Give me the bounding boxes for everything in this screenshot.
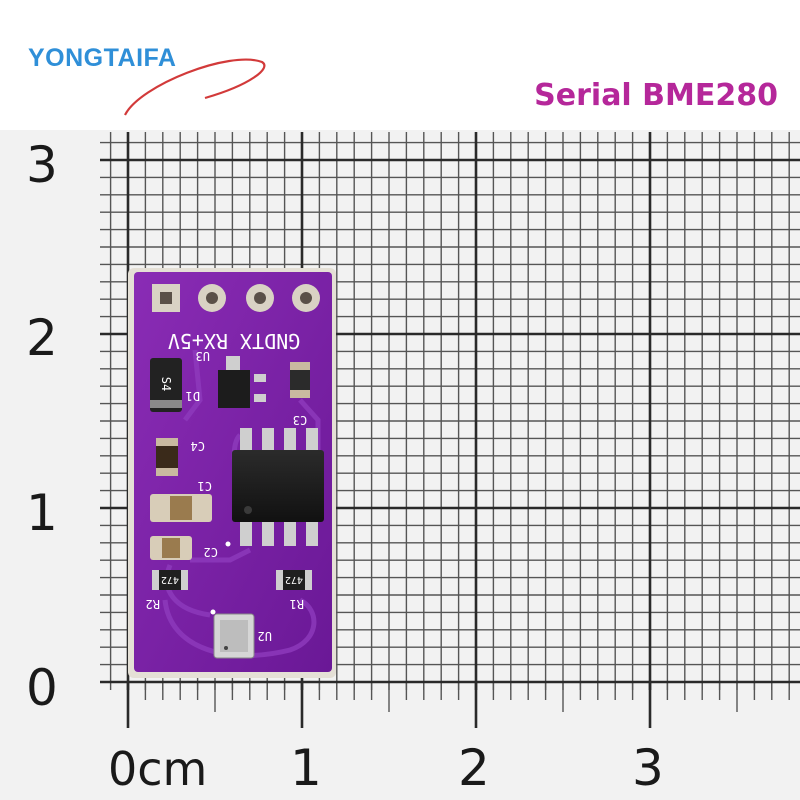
pcb-board: GNDTX RX+5V S4 D1 U3 C3 C4 — [128, 268, 336, 678]
ref-c2: C2 — [204, 545, 218, 559]
brand-logo-text: YONGTAIFA — [28, 44, 177, 72]
product-title: Serial BME280 — [534, 78, 778, 113]
r2-value: 472 — [161, 574, 179, 585]
grid-paper — [0, 130, 800, 800]
ref-r2: R2 — [146, 597, 160, 611]
diode-d1 — [150, 358, 182, 412]
x-label-0cm: 0cm — [108, 742, 207, 796]
x-label-2: 2 — [458, 739, 490, 797]
ref-c4: C4 — [191, 439, 205, 453]
pin-header — [152, 284, 320, 312]
y-label-2: 2 — [26, 309, 58, 367]
resistor-r1 — [276, 570, 312, 590]
ref-d1: D1 — [186, 389, 200, 403]
ref-c1: C1 — [198, 479, 212, 493]
x-label-1: 1 — [290, 739, 322, 797]
capacitor-c4 — [156, 438, 178, 476]
vertical-scale: 3 2 1 0 — [26, 136, 58, 717]
diode-mark: S4 — [159, 377, 173, 391]
y-label-0: 0 — [26, 659, 58, 717]
r1-value: 472 — [285, 574, 303, 585]
resistor-r2 — [152, 570, 188, 590]
brand-swoosh — [124, 58, 266, 116]
x-label-3: 3 — [632, 739, 664, 797]
ref-u3: U3 — [196, 349, 210, 363]
pin-label-row: GNDTX RX+5V — [168, 329, 300, 353]
capacitor-c3 — [290, 362, 310, 398]
horizontal-scale: 0cm 1 2 3 — [108, 739, 664, 797]
ref-c3: C3 — [293, 413, 307, 427]
y-label-1: 1 — [26, 484, 58, 542]
y-label-3: 3 — [26, 136, 58, 194]
ref-r1: R1 — [290, 597, 304, 611]
regulator-u3 — [218, 370, 250, 408]
ref-u2: U2 — [258, 629, 272, 643]
ic-soic8 — [232, 428, 324, 546]
header-band — [0, 0, 800, 130]
